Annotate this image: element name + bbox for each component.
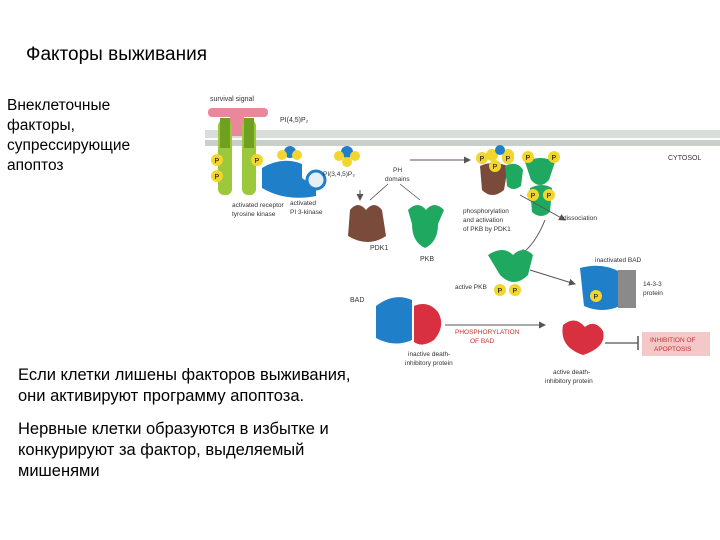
svg-text:P: P (255, 158, 260, 165)
phosphorylation-of-bad-label-2: OF BAD (470, 338, 495, 345)
protein-14-3-3-label-2: protein (643, 290, 663, 297)
complex-phospho-p1: P (476, 152, 488, 164)
pdk1-label: PDK1 (370, 245, 388, 252)
extracellular-factors-text: Внеклеточные факторы, супрессирующие апо… (7, 97, 131, 174)
pip2-lipid (277, 146, 302, 160)
cytosol-label: CYTOSOL (668, 155, 701, 162)
arrow-to-active-pkb (519, 219, 546, 256)
pdk1-protein (348, 205, 386, 242)
activated-receptor-label-1: activated receptor (232, 202, 285, 209)
svg-text:P: P (526, 155, 531, 162)
paragraph-deprivation: Если клетки лишены факторов выживания, о… (18, 366, 351, 405)
inactivated-bad-phospho-p: P (590, 290, 602, 302)
ph-domains-pointer-pkb (399, 183, 421, 201)
arrow-to-inactivated-bad (529, 269, 576, 286)
active-death-inhibitory-protein (562, 320, 604, 355)
paragraph-neurons: Нервные клетки образуются в избытке и ко… (18, 420, 329, 480)
svg-text:P: P (531, 193, 536, 200)
inactivated-bad (580, 265, 620, 310)
plasma-membrane (205, 130, 720, 146)
receptor-phospho-p3: P (211, 170, 223, 182)
receptor-phospho-p2: P (251, 154, 263, 166)
active-death-label-1: active death- (553, 369, 590, 376)
pip3-label: PI(3,4,5)P₃ (323, 171, 355, 178)
ph-domains-label-2: domains (385, 176, 410, 183)
ph-domains-label-1: PH (393, 167, 402, 174)
inactive-death-label-1: inactive death- (408, 351, 450, 358)
svg-text:P: P (215, 158, 220, 165)
survival-signal-ligand (208, 108, 268, 136)
phosphorylation-activation-label-2: and activation (463, 217, 503, 224)
ph-domains-pointer-pdk1 (369, 183, 389, 201)
pdk1-pkb-complex (480, 145, 523, 195)
pi3-kinase (262, 160, 327, 198)
svg-text:P: P (594, 294, 599, 301)
protein-14-3-3 (618, 270, 636, 308)
inactive-death-label-2: inhibitory protein (405, 360, 453, 367)
active-pkb-phospho-p2: P (509, 284, 521, 296)
bad-protein (376, 297, 412, 344)
phosphorylation-activation-label-1: phosphorylation (463, 208, 509, 215)
bad-label: BAD (350, 297, 364, 304)
active-pkb (488, 250, 533, 282)
phosphorylation-of-bad-label-1: PHOSPHORYLATION (455, 329, 520, 336)
pip2-label: PI(4,5)P₂ (280, 117, 309, 124)
svg-text:P: P (215, 174, 220, 181)
svg-text:P: P (480, 156, 485, 163)
dissociation-label: dissociation (563, 215, 597, 222)
arrow-to-dissociation (519, 194, 566, 221)
inactive-death-inhibitory-protein (414, 304, 442, 345)
pkb-label: PKB (420, 256, 434, 263)
activated-pi3k-label-1: activated (290, 200, 316, 207)
pkb-phospho-p2: P (548, 151, 560, 163)
pkb-membrane-complex (525, 158, 555, 216)
active-pkb-label: active PKB (455, 284, 487, 291)
slide-title: Факторы выживания (26, 44, 208, 65)
svg-text:P: P (493, 164, 498, 171)
activated-pi3k-label-2: PI 3-kinase (290, 209, 323, 216)
survival-signal-label: survival signal (210, 96, 254, 103)
complex-phospho-p3: P (489, 160, 501, 172)
pip3-lipid (334, 146, 360, 167)
inhibition-label-1: INHIBITION OF (650, 337, 696, 344)
svg-text:P: P (498, 288, 503, 295)
inhibition-label-2: APOPTOSIS (654, 346, 692, 353)
pkb-phospho-p1: P (522, 151, 534, 163)
protein-14-3-3-label-1: 14-3-3 (643, 281, 662, 288)
pkb-phospho-p4: P (543, 189, 555, 201)
body-text-panel: Если клетки лишены факторов выживания, о… (18, 365, 363, 494)
pkb-phospho-p3: P (527, 189, 539, 201)
active-pkb-phospho-p1: P (494, 284, 506, 296)
svg-text:P: P (547, 193, 552, 200)
svg-text:P: P (513, 288, 518, 295)
complex-phospho-p2: P (502, 152, 514, 164)
svg-text:P: P (506, 156, 511, 163)
inhibition-of-apoptosis-box (642, 332, 710, 356)
pkb-protein (408, 205, 444, 248)
svg-text:P: P (552, 155, 557, 162)
inactivated-bad-label: inactivated BAD (595, 257, 642, 264)
receptor-phospho-p1: P (211, 154, 223, 166)
phosphorylation-activation-label-3: of PKB by PDK1 (463, 226, 511, 233)
activated-receptor-label-2: tyrosine kinase (232, 211, 276, 218)
active-death-label-2: inhibitory protein (545, 378, 593, 385)
